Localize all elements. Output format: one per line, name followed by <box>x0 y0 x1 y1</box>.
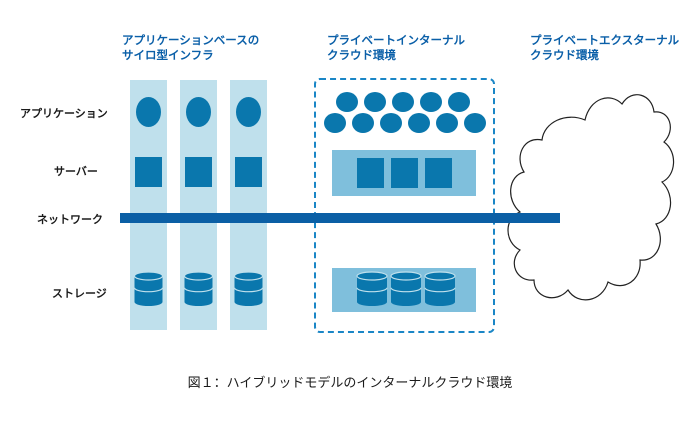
row-label-application: アプリケーション <box>20 107 108 120</box>
server-square-icon <box>425 158 452 188</box>
row-label-network: ネットワーク <box>37 213 103 226</box>
storage-cylinder-icon <box>356 271 388 306</box>
storage-cylinder-icon <box>133 271 164 306</box>
application-ellipse-icon <box>136 97 161 127</box>
silo-header-line2: サイロ型インフラ <box>122 48 214 62</box>
application-ellipse-icon <box>420 92 442 112</box>
application-ellipse-icon <box>352 113 374 133</box>
server-square-icon <box>135 157 162 187</box>
private-header-line1: プライベートインターナル <box>327 33 465 47</box>
application-ellipse-icon <box>392 92 414 112</box>
application-ellipse-icon <box>364 92 386 112</box>
storage-cylinder-icon <box>233 271 264 306</box>
application-ellipse-icon <box>448 92 470 112</box>
storage-cylinder-icon <box>183 271 214 306</box>
application-ellipse-icon <box>380 113 402 133</box>
external-header-line1: プライベートエクスターナル <box>530 33 680 47</box>
application-ellipse-icon <box>436 113 458 133</box>
private-external-header: プライベートエクスターナル クラウド環境 <box>530 33 679 63</box>
server-square-icon <box>185 157 212 187</box>
application-ellipse-icon <box>324 113 346 133</box>
application-ellipse-icon <box>186 97 211 127</box>
private-internal-header: プライベートインターナル クラウド環境 <box>327 33 465 63</box>
application-ellipse-icon <box>336 92 358 112</box>
server-square-icon <box>235 157 262 187</box>
row-label-storage: ストレージ <box>52 287 107 300</box>
server-square-icon <box>357 158 384 188</box>
storage-cylinder-icon <box>424 271 456 306</box>
network-bar <box>120 213 560 223</box>
row-label-server: サーバー <box>54 165 98 178</box>
external-header-line2: クラウド環境 <box>530 48 599 62</box>
figure-caption: 図１：ハイブリッドモデルのインターナルクラウド環境 <box>187 376 513 391</box>
server-square-icon <box>391 158 418 188</box>
application-ellipse-icon <box>464 113 486 133</box>
application-ellipse-icon <box>408 113 430 133</box>
silo-infra-header: アプリケーションベースの サイロ型インフラ <box>122 33 259 63</box>
storage-cylinder-icon <box>390 271 422 306</box>
application-ellipse-icon <box>236 97 261 127</box>
private-header-line2: クラウド環境 <box>327 48 396 62</box>
silo-header-line1: アプリケーションベースの <box>122 33 260 47</box>
